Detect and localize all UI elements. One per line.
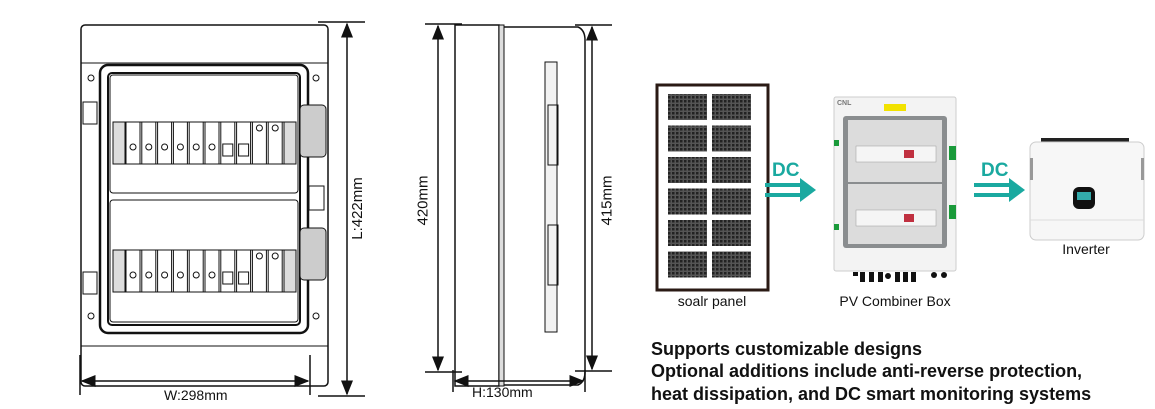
side-height-label: 420mm [414,175,432,226]
breaker-module [236,249,252,293]
breaker-module [125,249,141,293]
solar-cell-block [712,157,751,183]
solar-cell-block [712,251,751,278]
breaker-module [157,249,173,293]
dc-arrow-2 [974,178,1025,202]
solar-cell-block [668,251,707,278]
breaker-module [172,121,188,165]
breaker-module [204,121,220,165]
width-label: W:298mm [164,387,228,403]
solar-cell-block [712,125,751,152]
breaker-module [188,121,204,165]
breaker-module [251,121,267,165]
breaker-module [220,121,236,165]
solar-panel-label: soalr panel [677,293,747,309]
inverter-image [1029,138,1145,241]
solar-cell-block [712,94,751,120]
breaker-module [125,121,141,165]
dc-label-1: DC [772,160,800,181]
side-dimension-lines [425,23,612,392]
breaker-modules [125,121,283,293]
combiner-box-image [833,96,957,282]
brand-logo: CNL [837,100,852,107]
breaker-module [141,121,157,165]
breaker-module [172,249,188,293]
depth-label: H:130mm [472,384,533,400]
dc-arrow-1 [765,178,816,202]
solar-cell-block [668,94,707,120]
inverter-label: Inverter [1062,241,1110,257]
solar-cell-block [668,220,707,246]
feature-line-1: Supports customizable designs [651,339,923,359]
side-view [454,24,586,387]
feature-line-3: heat dissipation, and DC smart monitorin… [651,384,1092,404]
solar-panel-image [655,83,770,292]
breaker-module [204,249,220,293]
breaker-module [157,121,173,165]
breaker-module [220,249,236,293]
breaker-module [236,121,252,165]
solar-cell-block [668,188,707,215]
side-inner-height-label: 415mm [598,175,616,226]
length-label: L:422mm [348,177,366,240]
breaker-module [251,249,267,293]
breaker-module [141,249,157,293]
breaker-module [267,249,283,293]
solar-cell-block [668,125,707,152]
feature-line-2: Optional additions include anti-reverse … [651,361,1083,381]
breaker-module [267,121,283,165]
solar-cell-block [712,220,751,246]
solar-cell-block [668,157,707,183]
front-dimension-lines [79,21,365,397]
combiner-box-label: PV Combiner Box [839,293,951,309]
dc-label-2: DC [981,160,1009,181]
solar-cell-block [712,188,751,215]
breaker-module [188,249,204,293]
front-view [80,24,329,387]
